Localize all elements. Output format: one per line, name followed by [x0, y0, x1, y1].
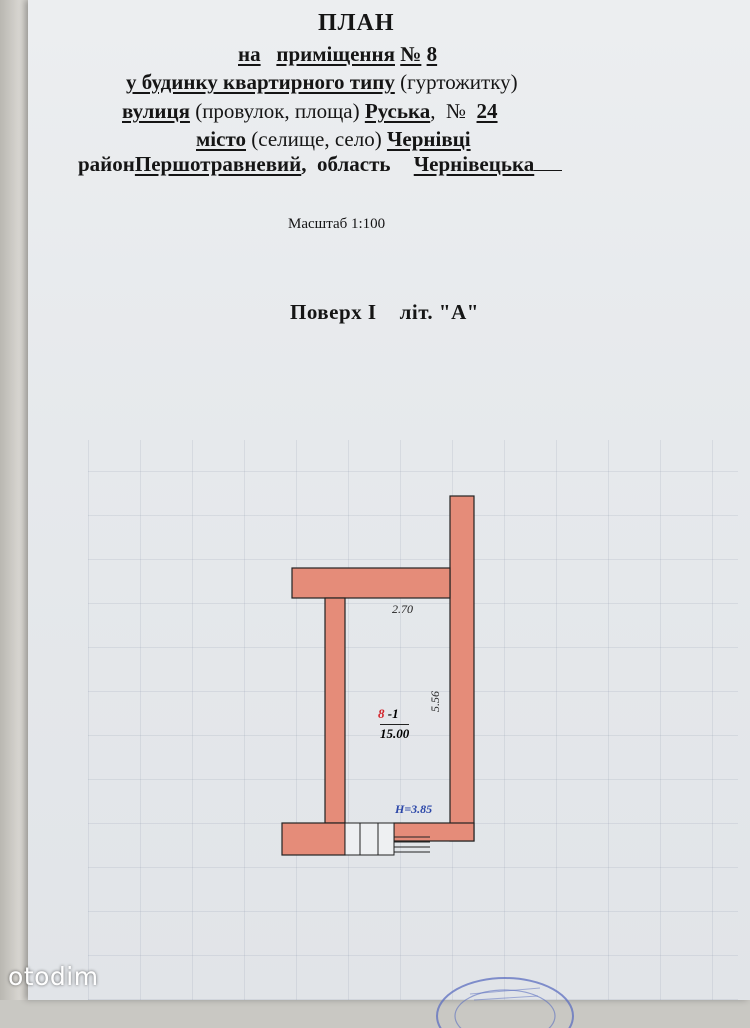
wall-bottom-right [393, 822, 475, 842]
house-number-label: № [445, 99, 467, 123]
room-area: 15.00 [380, 724, 410, 741]
wall-right [449, 495, 475, 842]
street-value: Руська [364, 99, 431, 123]
wall-bottom-left [281, 822, 346, 856]
entrance-doorway [344, 822, 395, 856]
city-line: місто (селище, село) Чернівці [196, 127, 471, 152]
city-label: місто [196, 127, 246, 151]
premises-prefix: на [238, 42, 261, 66]
room-index: -1 [387, 706, 399, 721]
room-number: 8 -1 [378, 706, 399, 722]
city-note: (селище, село) [251, 127, 382, 151]
street-separator: , [430, 99, 436, 123]
district-separator: , [301, 152, 307, 176]
floor-letter: літ. "А" [399, 300, 479, 324]
scale-label: Масштаб 1:100 [288, 216, 386, 232]
street-label: вулиця [122, 99, 190, 123]
book-spine-shadow [0, 0, 28, 1000]
wall-top [291, 567, 451, 599]
house-number: 24 [476, 99, 498, 123]
room-width-dimension: 2.70 [392, 602, 413, 616]
room-length-dimension: 5.56 [428, 691, 442, 712]
building-type-line: у будинку квартирного типу (гуртожитку) [126, 70, 518, 95]
street-line: вулиця (провулок, площа) Руська, № 24 [122, 99, 498, 124]
watermark-logo: otodim [8, 962, 99, 991]
floor-label: Поверх І [290, 300, 377, 324]
floor-heading: Поверх І літ. "А" [290, 300, 479, 325]
street-note: (провулок, площа) [195, 99, 360, 123]
district-value: Першотравневий [134, 152, 302, 176]
premises-number-label: № [400, 42, 422, 66]
region-value: Чернівецька [413, 152, 535, 176]
floor-plan-drawing [281, 495, 475, 856]
entrance-steps [394, 836, 430, 853]
district-line: районПершотравневий, область Чернівецька [78, 152, 563, 177]
wall-left [324, 597, 346, 824]
premises-line: на приміщення № 8 [238, 42, 437, 67]
background-grid [88, 440, 738, 1000]
region-label: область [316, 152, 391, 176]
building-type-note: (гуртожитку) [400, 70, 518, 94]
official-stamp [436, 977, 574, 1028]
city-value: Чернівці [386, 127, 471, 151]
building-type: у будинку квартирного типу [126, 70, 395, 94]
floor-plan: 2.70 5.56 8 -1 15.00 H=3.85 [270, 490, 500, 870]
room-building-number: 8 [378, 706, 385, 721]
document-title: ПЛАН [318, 10, 395, 36]
premises-number: 8 [426, 42, 438, 66]
ceiling-height: H=3.85 [395, 802, 433, 816]
district-label: район [78, 152, 135, 176]
premises-word: приміщення [276, 42, 395, 66]
